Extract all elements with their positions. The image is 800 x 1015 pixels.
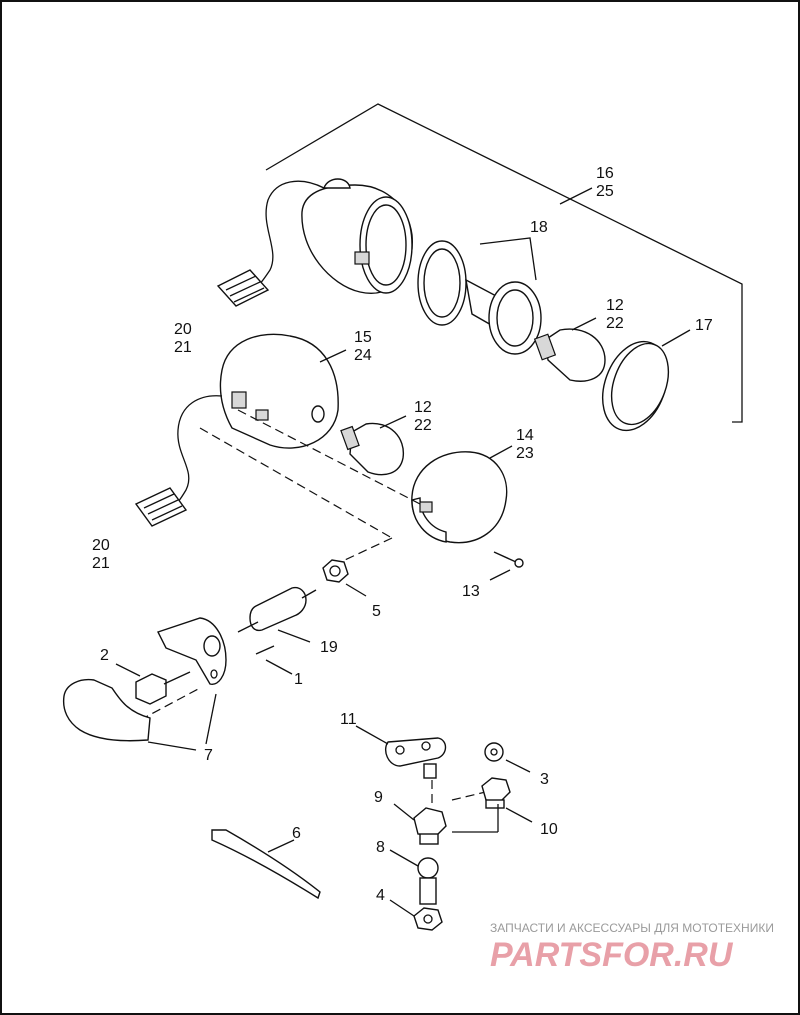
stud-19 <box>237 586 317 643</box>
callout-9: 9 <box>374 789 383 806</box>
callout-7: 7 <box>204 747 213 764</box>
callout-13: 13 <box>462 583 480 600</box>
callout-2: 2 <box>100 647 109 664</box>
cover-7 <box>62 678 217 751</box>
callout-8: 8 <box>376 839 385 856</box>
callout-22-mid: 22 <box>414 417 432 434</box>
clamp <box>157 617 227 685</box>
callout-18: 18 <box>530 219 548 236</box>
callout-5: 5 <box>372 603 381 620</box>
nut-4 <box>389 899 443 931</box>
screw-13 <box>489 551 524 581</box>
rear-housing-top <box>251 178 413 294</box>
connector-top <box>216 269 270 307</box>
assembly-bracket-16-25 <box>265 103 743 423</box>
callout-20-top: 20 <box>174 321 192 338</box>
callout-14: 14 <box>516 427 534 444</box>
callout-12-top: 12 <box>606 297 624 314</box>
callout-21-top: 21 <box>174 339 192 356</box>
cable-tie-6 <box>211 829 321 900</box>
watermark-tagline: ЗАПЧАСТИ И АКСЕССУАРЫ ДЛЯ МОТОТЕХНИКИ <box>490 921 774 935</box>
callout-11: 11 <box>340 711 357 728</box>
screw-1 <box>255 645 293 675</box>
callout-22-top: 22 <box>606 315 624 332</box>
callout-23: 23 <box>516 445 534 462</box>
lens-cap-14-23 <box>411 445 513 544</box>
callout-10: 10 <box>540 821 558 838</box>
callout-15: 15 <box>354 329 372 346</box>
watermark: ЗАПЧАСТИ И АКСЕССУАРЫ ДЛЯ МОТОТЕХНИКИ PA… <box>490 921 774 974</box>
watermark-logo: PARTSFOR.RU <box>490 936 734 974</box>
plate-11 <box>355 725 447 779</box>
callout-20-bottom: 20 <box>92 537 110 554</box>
housing-15-24 <box>171 333 347 506</box>
callout-19: 19 <box>320 639 338 656</box>
callout-6: 6 <box>292 825 301 842</box>
lock-washer-3 <box>484 742 531 773</box>
callout-25: 25 <box>596 183 614 200</box>
callout-17: 17 <box>695 317 713 334</box>
bolt-2 <box>115 663 191 705</box>
bulb-top <box>533 317 606 382</box>
callout-16: 16 <box>596 165 614 182</box>
nut-10 <box>452 777 533 833</box>
lens-17 <box>602 329 691 432</box>
nut-5 <box>322 559 367 597</box>
callout-3: 3 <box>540 771 549 788</box>
nut-9 <box>393 803 447 845</box>
callout-1: 1 <box>294 671 303 688</box>
callout-21-bottom: 21 <box>92 555 110 572</box>
connector-bottom <box>134 487 188 527</box>
ball-stud-8 <box>389 849 439 905</box>
callout-4: 4 <box>376 887 385 904</box>
callout-12-mid: 12 <box>414 399 432 416</box>
callout-24: 24 <box>354 347 372 364</box>
lens-ring-18 <box>417 237 542 355</box>
bulb-mid <box>340 415 407 476</box>
